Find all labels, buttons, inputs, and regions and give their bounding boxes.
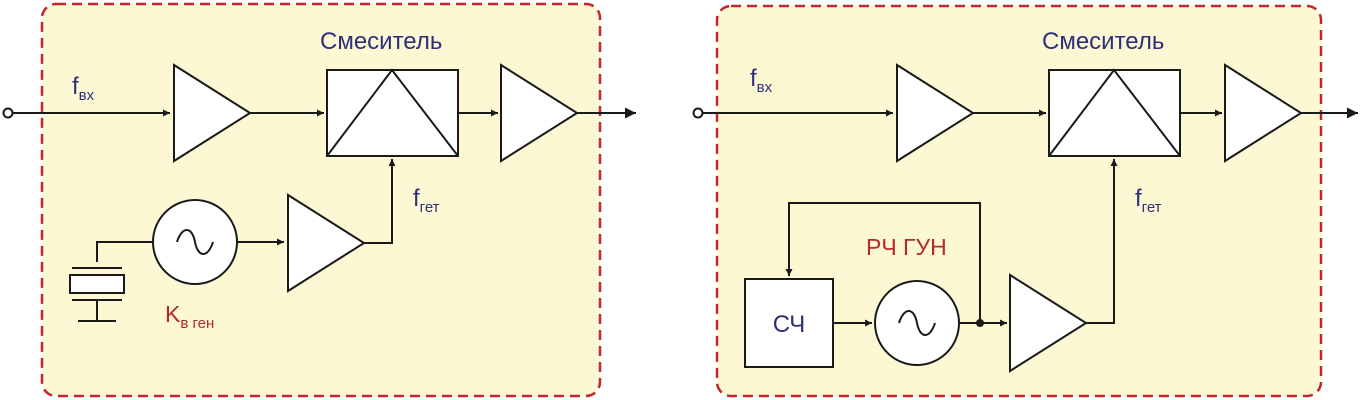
wire-lo-to-mixer (1086, 159, 1118, 324)
mixer-label: Смеситель (1042, 28, 1164, 55)
left-panel: fвх Смеситель Kв ген (2, 2, 636, 398)
mixer-icon (326, 68, 459, 157)
vco-label: РЧ ГУН (866, 234, 947, 260)
output-amplifier-icon (1224, 63, 1303, 163)
mixer-icon (1048, 68, 1181, 157)
lo-frequency-label: fгет (1135, 185, 1162, 216)
lo-frequency-label: fгет (413, 185, 440, 216)
lo-amplifier-icon (1009, 273, 1088, 373)
lo-amplifier-icon (287, 193, 366, 293)
amplifier-icon (896, 63, 975, 163)
wire-lo-to-mixer (364, 159, 396, 244)
synthesizer-block (744, 278, 834, 368)
sine-oscillator-icon (874, 280, 960, 366)
input-frequency-label: fвх (750, 65, 773, 96)
oscillator-label: Kв ген (165, 301, 214, 332)
input-terminal-icon (2, 107, 14, 119)
right-panel: fвх Смеситель СЧ РЧ ГУН fгет (692, 4, 1358, 398)
output-amplifier-icon (500, 63, 579, 163)
left-panel-frame (40, 2, 602, 398)
input-terminal-icon (692, 107, 704, 119)
input-frequency-label: fвх (72, 73, 95, 104)
feedback-loop (785, 202, 981, 323)
mixer-label: Смеситель (320, 28, 442, 55)
amplifier-icon (173, 63, 252, 163)
crystal-icon (69, 241, 152, 322)
sine-oscillator-icon (152, 199, 238, 285)
synthesizer-label: СЧ (773, 311, 806, 338)
